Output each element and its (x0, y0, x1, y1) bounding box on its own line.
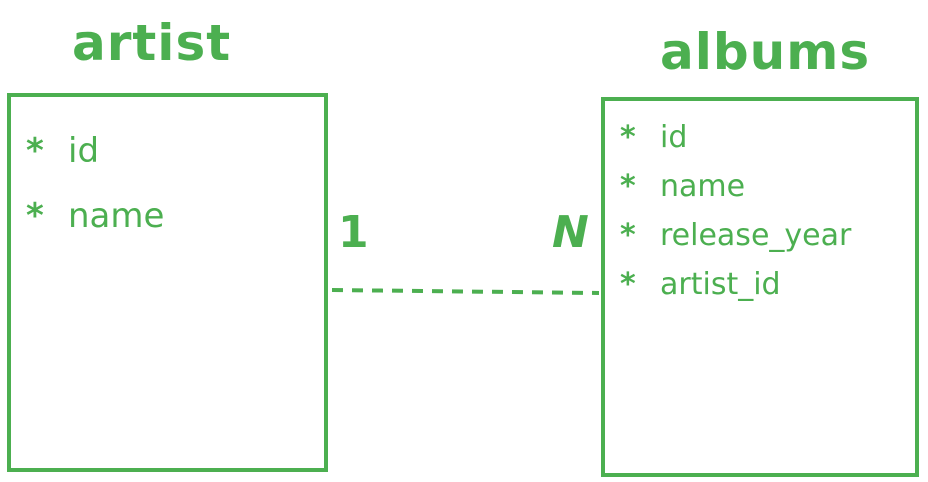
artist-entity-title: artist (72, 14, 232, 72)
albums-entity-box (601, 97, 919, 477)
cardinality-many-label: N (552, 207, 589, 258)
asterisk-icon: * (26, 195, 44, 236)
artist-entity-box (7, 93, 328, 472)
artist-field: * id (26, 118, 164, 183)
albums-field-name: name (660, 169, 746, 204)
artist-field-list: * id * name (26, 118, 164, 248)
albums-field: * id (620, 113, 851, 162)
asterisk-icon: * (620, 120, 636, 155)
cardinality-one-label: 1 (338, 207, 369, 258)
relationship-line (331, 288, 600, 295)
albums-field-artist-id: artist_id (660, 267, 781, 302)
asterisk-icon: * (620, 267, 636, 302)
albums-field: * release_year (620, 211, 851, 260)
artist-field-id: id (68, 130, 100, 171)
albums-field-id: id (660, 120, 688, 155)
artist-field: * name (26, 183, 164, 248)
artist-field-name: name (68, 195, 165, 236)
asterisk-icon: * (620, 218, 636, 253)
albums-field: * artist_id (620, 260, 851, 309)
albums-field-list: * id * name * release_year * artist_id (620, 113, 851, 309)
albums-field: * name (620, 162, 851, 211)
albums-field-release-year: release_year (660, 218, 852, 253)
albums-entity-title: albums (660, 23, 871, 81)
asterisk-icon: * (26, 130, 44, 171)
asterisk-icon: * (620, 169, 636, 204)
